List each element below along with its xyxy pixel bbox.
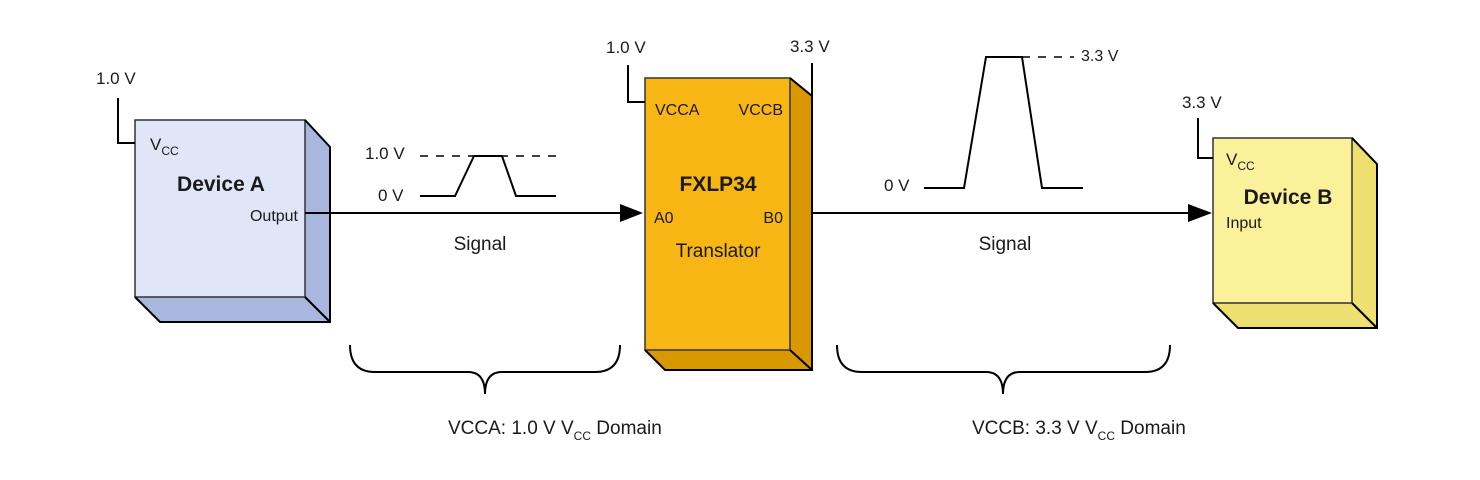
translator-title: FXLP34 <box>679 173 756 196</box>
signal-b-low-level: 0 V <box>884 176 910 195</box>
translator-vccb-pin: VCCB <box>739 102 783 119</box>
domain-b: VCCB: 3.3 V VCC Domain <box>836 344 1186 443</box>
signal-b-label: Signal <box>979 234 1032 255</box>
device-a-vcc-label: VCC <box>150 135 179 158</box>
translator-pin-a0: A0 <box>654 210 674 227</box>
device-b-supply-wire <box>1197 118 1213 159</box>
translator-vccb-supply-label: 3.3 V <box>790 37 830 56</box>
device-a: 1.0 V VCC Device A Output <box>96 69 331 323</box>
signal-a-high-level: 1.0 V <box>365 144 405 163</box>
domain-b-brace <box>836 344 1171 395</box>
signal-b: 3.3 V 0 V Signal <box>812 48 1212 255</box>
signal-b-arrowhead <box>1188 204 1212 222</box>
signal-a-low-level: 0 V <box>378 186 404 205</box>
device-b-bottom-face <box>1213 303 1377 328</box>
device-b-side-face <box>1352 138 1377 328</box>
signal-b-high-level: 3.3 V <box>1081 48 1119 65</box>
signal-a: 1.0 V 0 V Signal <box>305 144 643 255</box>
translator-vcca-pin: VCCA <box>655 102 700 119</box>
domain-a-brace <box>349 344 621 395</box>
signal-a-label: Signal <box>454 234 507 255</box>
device-b-vcc-label: VCC <box>1226 150 1255 173</box>
translator-bottom-face <box>645 350 812 370</box>
signal-a-arrowhead <box>620 204 643 222</box>
device-a-front-face <box>134 119 306 298</box>
translator-vcca-supply-wire <box>627 65 645 103</box>
translator: 1.0 V 3.3 V VCCA VCCB FXLP34 A0 B0 Trans… <box>606 37 830 371</box>
device-a-output-pin: Output <box>250 208 299 225</box>
device-a-title: Device A <box>177 173 265 196</box>
device-a-supply-wire <box>117 98 135 144</box>
domain-a-label: VCCA: 1.0 V VCC Domain <box>448 418 662 443</box>
device-b: 3.3 V VCC Device B Input <box>1182 93 1378 329</box>
translator-pin-b0: B0 <box>763 210 783 227</box>
signal-a-waveform <box>420 155 556 197</box>
translator-front-face <box>644 77 791 351</box>
device-b-supply-label: 3.3 V <box>1182 93 1222 112</box>
device-a-supply-label: 1.0 V <box>96 69 136 88</box>
device-a-bottom-face <box>135 297 330 322</box>
translator-side-face <box>790 78 812 370</box>
device-a-side-face <box>305 120 330 322</box>
device-b-title: Device B <box>1244 186 1333 209</box>
signal-b-waveform <box>924 56 1083 189</box>
domain-a: VCCA: 1.0 V VCC Domain <box>349 344 662 443</box>
translator-vcca-supply-label: 1.0 V <box>606 38 646 57</box>
domain-b-label: VCCB: 3.3 V VCC Domain <box>972 418 1186 443</box>
translator-subtitle: Translator <box>676 241 761 262</box>
device-b-front-face <box>1212 137 1353 304</box>
device-b-input-pin: Input <box>1226 215 1262 232</box>
